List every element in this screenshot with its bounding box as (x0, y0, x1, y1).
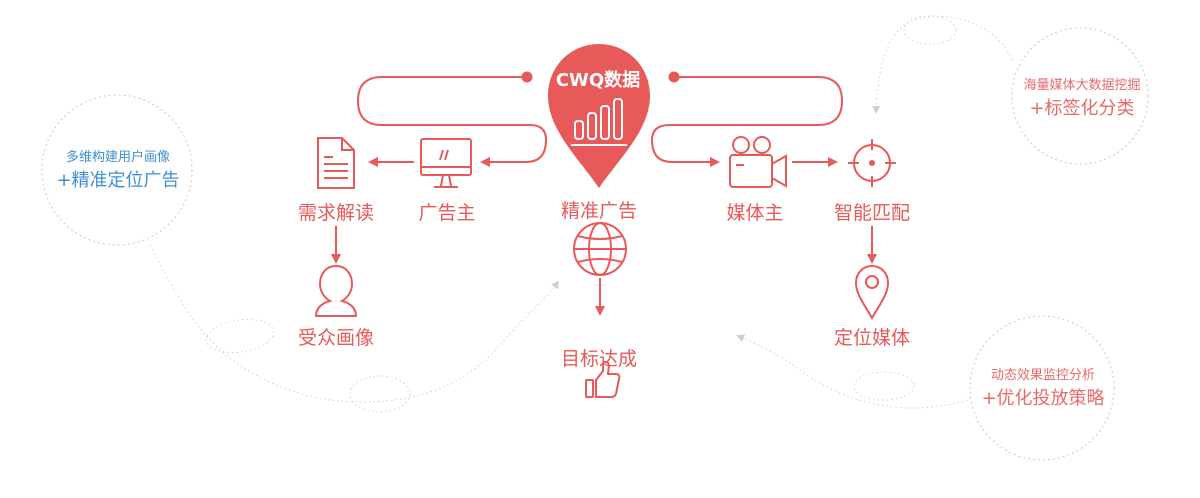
map-pin-icon (854, 264, 890, 321)
right-bottom-dotted-loop (853, 371, 915, 401)
document-icon (317, 137, 355, 189)
media-owner-label: 媒体主 (726, 202, 784, 224)
right-top-circle-line1: 海量媒体大数据挖掘 (1023, 78, 1141, 93)
left-dotted-loop-2 (349, 375, 411, 413)
right-bottom-circle-line1: 动态效果监控分析 (990, 368, 1095, 383)
left-dotted-loop (205, 318, 275, 354)
left-circle-line1: 多维构建用户画像 (65, 150, 170, 165)
right-top-dotted-curve (872, 15, 1013, 114)
right-bottom-dotted-curve (736, 334, 969, 409)
right-bottom-circle-text: 动态效果监控分析 +优化投放策略 (981, 366, 1104, 412)
video-camera-icon (729, 136, 787, 188)
left-dotted-curve (149, 244, 560, 403)
left-info-circle (41, 94, 193, 246)
left-circle-line2: +精准定位广告 (56, 170, 180, 191)
smart-match-label: 智能匹配 (833, 202, 911, 224)
right-loop-dot (668, 71, 680, 83)
center-pin (548, 44, 650, 188)
right-top-info-circle (1011, 27, 1149, 165)
target-crosshair-icon (848, 139, 896, 187)
left-circle-text: 多维构建用户画像 +精准定位广告 (56, 148, 179, 194)
right-top-dotted-loop (903, 15, 957, 45)
demand-label: 需求解读 (297, 202, 375, 224)
thumbs-up-icon (585, 360, 621, 398)
audience-label: 受众画像 (297, 327, 375, 349)
center-title: CWQ数据 (555, 70, 641, 91)
right-bottom-info-circle (969, 315, 1115, 461)
monitor-icon (420, 138, 472, 188)
advertiser-label: 广告主 (418, 202, 476, 224)
bar-chart-icon (571, 98, 627, 146)
target-media-label: 定位媒体 (833, 327, 911, 349)
left-loop-dot (521, 71, 533, 83)
globe-icon (573, 222, 627, 276)
precise-ad-label: 精准广告 (560, 200, 638, 222)
user-icon (314, 264, 358, 317)
left-loop-connector (356, 76, 548, 167)
goal-label: 目标达成 (560, 348, 638, 370)
right-top-circle-text: 海量媒体大数据挖掘 +标签化分类 (1023, 76, 1140, 122)
right-top-circle-line2: +标签化分类 (1029, 98, 1135, 119)
right-bottom-circle-line2: +优化投放策略 (981, 388, 1105, 409)
right-loop-connector (650, 76, 844, 167)
